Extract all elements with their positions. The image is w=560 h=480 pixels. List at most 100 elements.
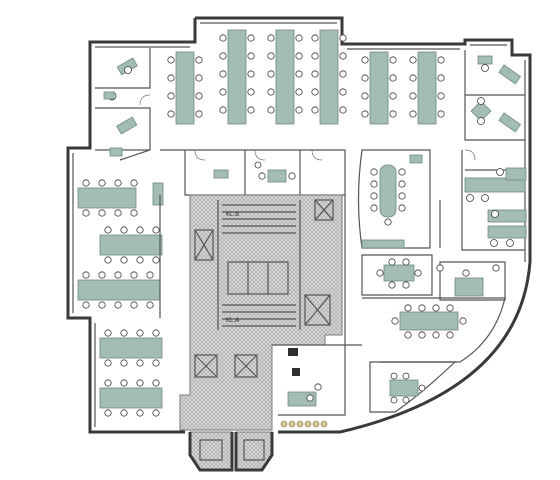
desk [477, 55, 493, 65]
chair [389, 74, 397, 82]
chair [311, 70, 319, 78]
chair [136, 256, 144, 264]
chair [152, 256, 160, 264]
chair [219, 34, 227, 42]
chair [267, 52, 275, 60]
meeting-room-small [436, 261, 506, 301]
desk [487, 225, 527, 239]
chair [130, 209, 138, 217]
workstation-cluster [417, 51, 437, 125]
chair [477, 97, 485, 105]
chair [195, 74, 203, 82]
chair [120, 256, 128, 264]
chair [267, 106, 275, 114]
chair [104, 329, 112, 337]
elevator-shaft [234, 354, 258, 378]
chair [339, 88, 347, 96]
chair [120, 329, 128, 337]
conference-table [379, 164, 397, 218]
chair [409, 92, 417, 100]
chair [114, 271, 122, 279]
chair [136, 226, 144, 234]
west-workstations [77, 179, 164, 417]
chair [339, 106, 347, 114]
chair [267, 88, 275, 96]
chair [339, 34, 347, 42]
chair [389, 110, 397, 118]
chair [152, 329, 160, 337]
chair [167, 110, 175, 118]
chair [481, 64, 489, 72]
chair [339, 70, 347, 78]
east-workstations [461, 150, 527, 251]
center-north-rooms [184, 149, 346, 196]
chair [114, 179, 122, 187]
chair [152, 409, 160, 417]
chair [167, 56, 175, 64]
chair [152, 379, 160, 387]
chair [219, 52, 227, 60]
workstation-cluster [227, 29, 247, 125]
chair [114, 209, 122, 217]
meeting-table [454, 277, 484, 297]
chair [295, 34, 303, 42]
north-workstations [167, 29, 445, 125]
conference-table [399, 311, 459, 331]
meeting-room-south [369, 361, 457, 413]
chair [311, 34, 319, 42]
chair [361, 92, 369, 100]
chair [339, 52, 347, 60]
chair [361, 110, 369, 118]
chair [120, 409, 128, 417]
ne-offices [464, 50, 525, 171]
chair [98, 179, 106, 187]
chair [152, 359, 160, 367]
chair [130, 271, 138, 279]
chair [361, 74, 369, 82]
chair [104, 379, 112, 387]
equipment [288, 348, 298, 356]
desk [109, 147, 123, 157]
chair [311, 52, 319, 60]
chair [295, 88, 303, 96]
workstation-cluster [175, 51, 195, 125]
chair [82, 209, 90, 217]
chair [219, 70, 227, 78]
chair [82, 179, 90, 187]
chair [361, 56, 369, 64]
chair [104, 256, 112, 264]
chair [247, 106, 255, 114]
chair [437, 110, 445, 118]
chair [437, 92, 445, 100]
chair [247, 34, 255, 42]
desk [103, 91, 115, 100]
chair [409, 110, 417, 118]
chair [120, 359, 128, 367]
workstation-row [99, 234, 163, 256]
chair [98, 271, 106, 279]
desk [464, 177, 526, 193]
chair [120, 226, 128, 234]
conference-room-north [357, 149, 431, 249]
chair [219, 88, 227, 96]
chair [311, 88, 319, 96]
desk [470, 100, 492, 122]
meeting-room-mid [361, 254, 433, 296]
core-label-north: KL.B [226, 211, 239, 218]
chair [311, 106, 319, 114]
workstation-row [77, 187, 137, 209]
chair [195, 92, 203, 100]
desk [116, 116, 138, 135]
chair [437, 56, 445, 64]
core-label-south: KL.A [226, 317, 240, 324]
chair [437, 74, 445, 82]
entrance-bays [188, 431, 274, 472]
chair [98, 301, 106, 309]
desk [498, 112, 522, 133]
chair [247, 52, 255, 60]
chair [104, 359, 112, 367]
chair [167, 74, 175, 82]
chair [130, 179, 138, 187]
conference-room-east [362, 297, 506, 363]
